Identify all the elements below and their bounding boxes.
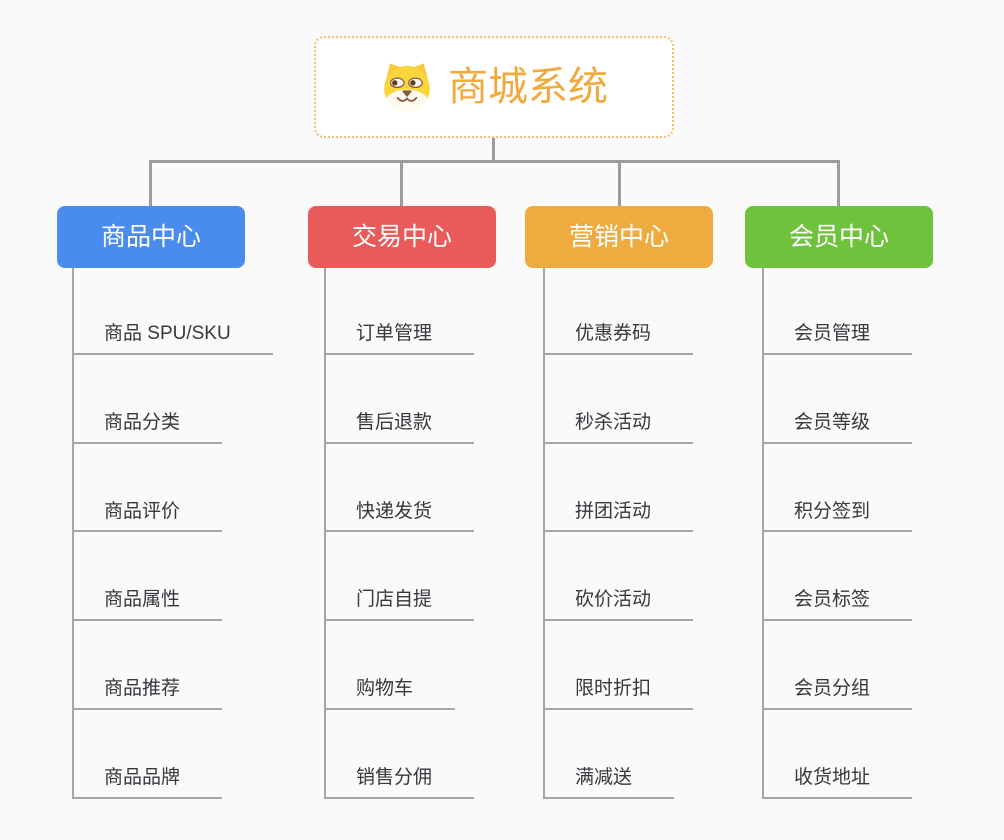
child-label: 会员等级 xyxy=(794,411,871,433)
child-node[interactable]: 满减送 xyxy=(543,710,675,799)
child-label: 砍价活动 xyxy=(575,589,652,611)
connector-drop-trade xyxy=(400,160,403,207)
child-node[interactable]: 会员标签 xyxy=(762,532,913,622)
child-node[interactable]: 商品属性 xyxy=(72,532,223,622)
child-label: 商品分类 xyxy=(104,411,181,433)
child-label: 商品属性 xyxy=(104,589,181,611)
child-label: 收货地址 xyxy=(794,766,871,788)
child-label: 拼团活动 xyxy=(575,500,652,522)
child-node[interactable]: 商品推荐 xyxy=(72,621,223,710)
root-node[interactable]: 商城系统 xyxy=(314,36,674,138)
connector-rail-marketing xyxy=(543,268,545,799)
root-title: 商城系统 xyxy=(448,65,608,109)
child-label: 会员标签 xyxy=(794,589,871,611)
children-trade-center: 订单管理 售后退款 快递发货 门店自提 购物车 销售分佣 xyxy=(324,266,475,799)
children-marketing-center: 优惠券码 秒杀活动 拼团活动 砍价活动 限时折扣 满减送 xyxy=(543,266,694,799)
branch-label: 营销中心 xyxy=(568,222,669,251)
child-label: 会员分组 xyxy=(794,678,871,700)
child-label: 门店自提 xyxy=(356,589,433,611)
child-node[interactable]: 收货地址 xyxy=(762,710,913,799)
child-label: 购物车 xyxy=(356,678,414,700)
child-label: 会员管理 xyxy=(794,323,871,344)
child-label: 满减送 xyxy=(575,766,633,788)
child-label: 售后退款 xyxy=(356,411,433,433)
child-node[interactable]: 商品品牌 xyxy=(72,710,223,799)
child-node[interactable]: 购物车 xyxy=(324,621,456,710)
child-node[interactable]: 会员分组 xyxy=(762,621,913,710)
branch-label: 交易中心 xyxy=(351,222,452,251)
child-node[interactable]: 拼团活动 xyxy=(543,444,694,533)
child-node[interactable]: 快递发货 xyxy=(324,444,475,533)
connector-rail-product xyxy=(72,268,74,799)
connector-rail-member xyxy=(762,268,764,799)
child-label: 积分签到 xyxy=(794,500,871,522)
child-node[interactable]: 秒杀活动 xyxy=(543,355,694,444)
child-label: 商品推荐 xyxy=(104,678,181,700)
children-product-center: 商品 SPU/SKU 商品分类 商品评价 商品属性 商品推荐 商品品牌 xyxy=(72,266,273,799)
child-node[interactable]: 订单管理 xyxy=(324,266,475,355)
child-label: 订单管理 xyxy=(356,323,433,344)
child-node[interactable]: 会员等级 xyxy=(762,355,913,444)
child-label: 销售分佣 xyxy=(356,766,433,788)
branch-node-marketing-center[interactable]: 营销中心 xyxy=(525,206,713,268)
children-member-center: 会员管理 会员等级 积分签到 会员标签 会员分组 收货地址 xyxy=(762,266,913,799)
connector-drop-product xyxy=(149,160,152,207)
child-label: 商品评价 xyxy=(104,500,181,522)
doge-icon xyxy=(384,63,430,112)
branch-label: 商品中心 xyxy=(100,222,201,251)
child-node[interactable]: 商品评价 xyxy=(72,444,223,533)
child-node[interactable]: 商品 SPU/SKU xyxy=(72,266,273,355)
child-label: 优惠券码 xyxy=(575,323,652,344)
branch-node-product-center[interactable]: 商品中心 xyxy=(57,206,245,268)
branch-node-trade-center[interactable]: 交易中心 xyxy=(308,206,496,268)
child-node[interactable]: 优惠券码 xyxy=(543,266,694,355)
child-label: 快递发货 xyxy=(356,500,433,522)
connector-drop-marketing xyxy=(618,160,621,207)
branch-label: 会员中心 xyxy=(788,222,889,251)
connector-root-stem xyxy=(492,138,495,163)
connector-drop-member xyxy=(837,160,840,207)
child-label: 商品 SPU/SKU xyxy=(104,323,231,344)
child-label: 秒杀活动 xyxy=(575,411,652,433)
child-node[interactable]: 销售分佣 xyxy=(324,710,475,799)
child-label: 限时折扣 xyxy=(575,678,652,700)
connector-horizontal-bar xyxy=(150,160,840,163)
child-node[interactable]: 会员管理 xyxy=(762,266,913,355)
child-node[interactable]: 砍价活动 xyxy=(543,532,694,622)
branch-node-member-center[interactable]: 会员中心 xyxy=(745,206,933,268)
child-node[interactable]: 积分签到 xyxy=(762,444,913,533)
child-node[interactable]: 门店自提 xyxy=(324,532,475,622)
child-label: 商品品牌 xyxy=(104,766,181,788)
child-node[interactable]: 商品分类 xyxy=(72,355,223,444)
connector-rail-trade xyxy=(324,268,326,799)
child-node[interactable]: 限时折扣 xyxy=(543,621,694,710)
child-node[interactable]: 售后退款 xyxy=(324,355,475,444)
